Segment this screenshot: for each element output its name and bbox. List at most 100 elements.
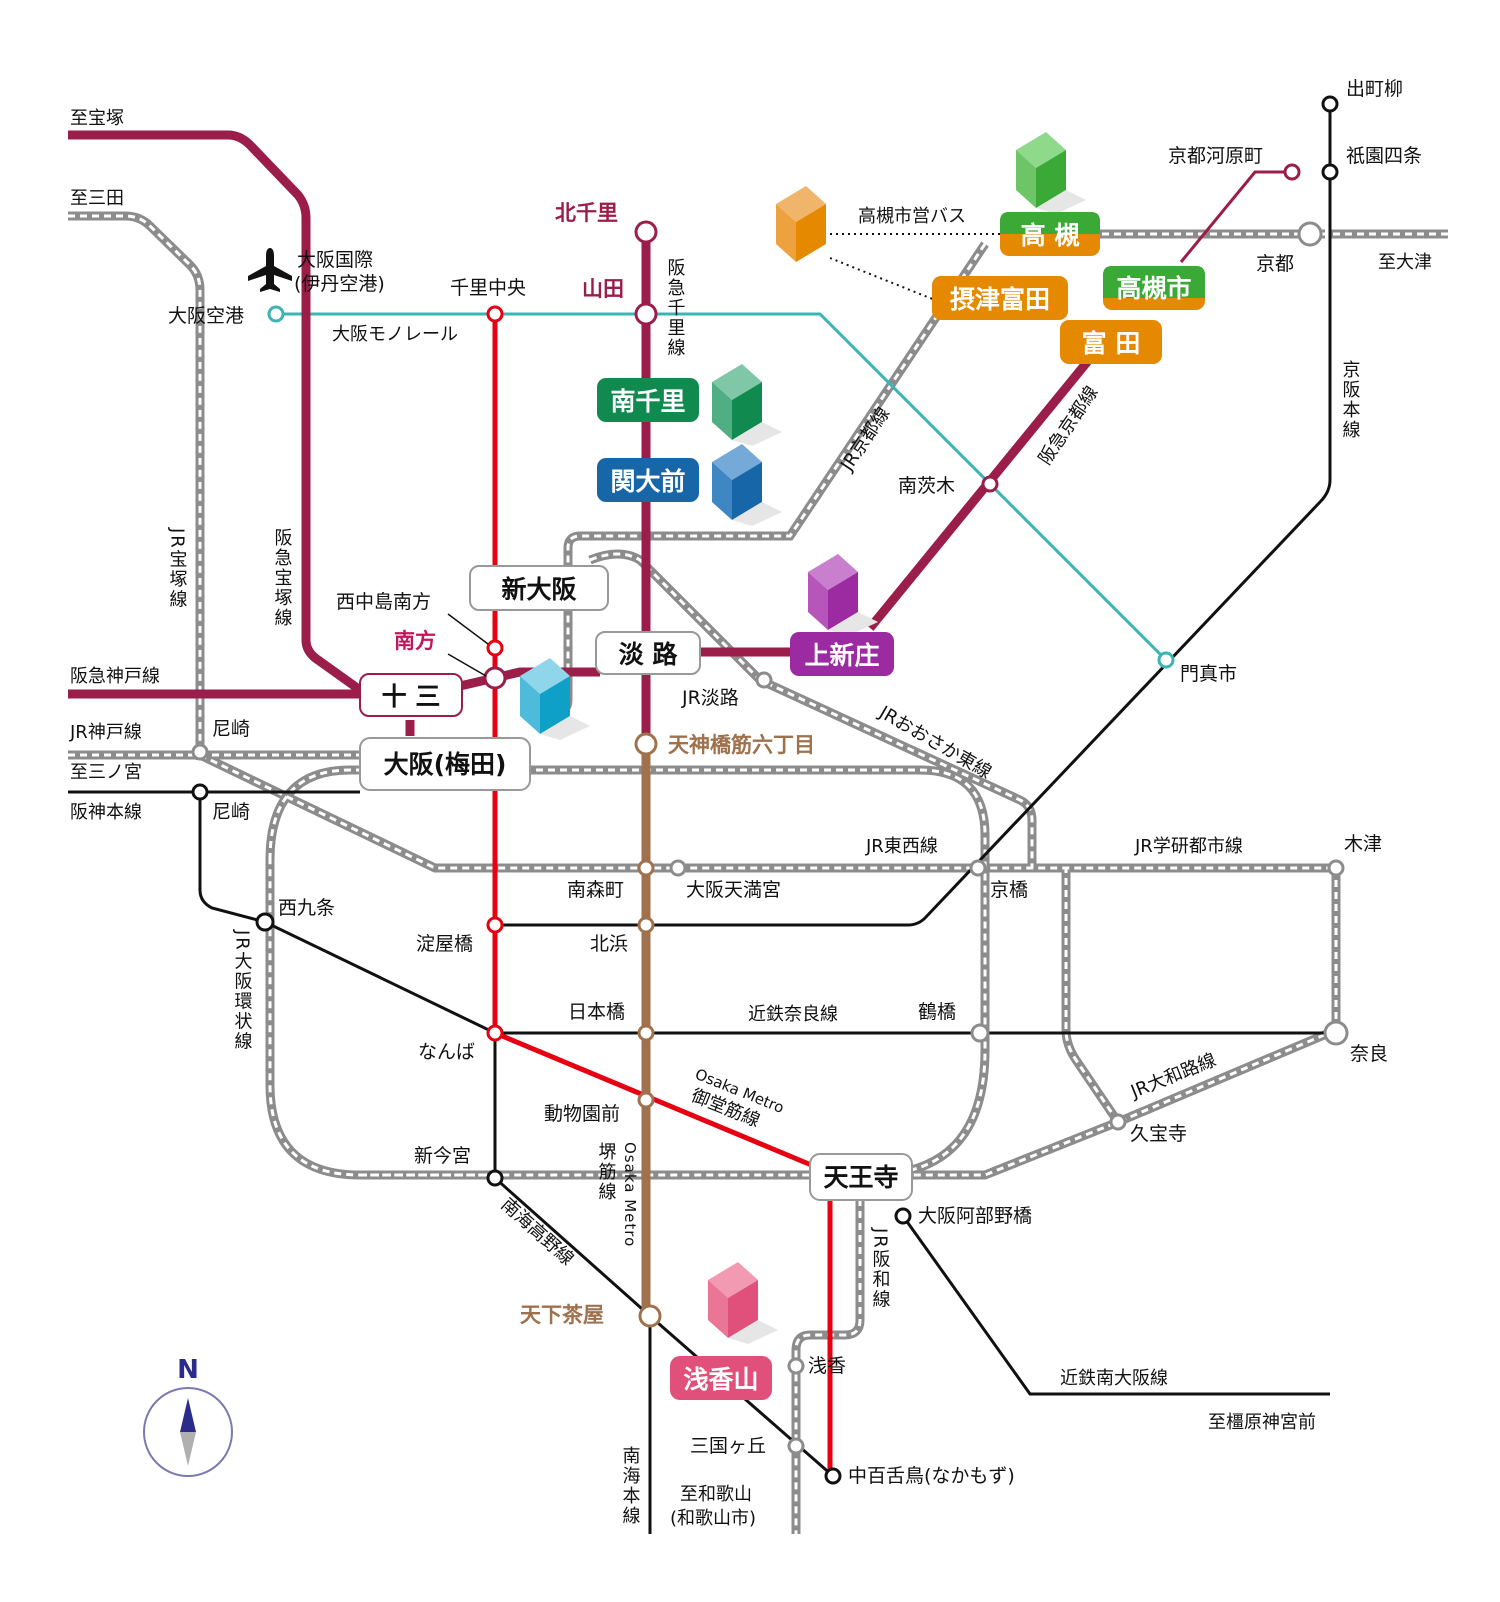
label-hankyu-takarazuka: 阪急宝塚線 — [272, 528, 293, 628]
label-kizu: 木津 — [1344, 833, 1382, 855]
label-nishikujo: 西九条 — [278, 897, 335, 919]
box-kamishinjo-bg — [790, 632, 894, 676]
station-kudaraji — [1109, 1113, 1127, 1131]
label-kadoma: 門真市 — [1180, 663, 1237, 685]
station-kadoma — [1157, 651, 1175, 669]
cube-minami-senri — [712, 364, 782, 446]
label-imamiya: 新今宮 — [414, 1145, 471, 1167]
label-monorail: 大阪モノレール — [332, 324, 458, 345]
label-yodoyabashi: 淀屋橋 — [416, 933, 473, 955]
station-minami-ibaraki — [981, 475, 999, 493]
keihan-line — [495, 104, 1332, 927]
box-takatsuki: 高 槻 — [1021, 221, 1080, 250]
airplane-icon — [248, 248, 292, 292]
station-senri-chuo — [486, 305, 504, 323]
label-hankyu-kobe: 阪急神戸線 — [70, 666, 160, 687]
to-otsu: 至大津 — [1378, 252, 1432, 273]
station-abenobashi — [894, 1207, 912, 1225]
label-jr-loop: JR大阪環状線 — [232, 929, 253, 1052]
cube-settsu-tonda — [776, 186, 826, 262]
box-takatsuki-bg — [1000, 212, 1100, 256]
hankyu-kyoto-line — [866, 353, 1096, 631]
station-tenjinbashi — [634, 732, 658, 756]
label-abenobashi: 大阪阿部野橋 — [918, 1205, 1032, 1227]
label-mikunigaoka: 三国ヶ丘 — [690, 1435, 766, 1457]
label-itami-1: 大阪国際 — [297, 249, 373, 271]
label-kyobashi: 京橋 — [990, 879, 1028, 901]
box-shin-osaka: 新大阪 — [501, 575, 576, 604]
box-tennoji: 天王寺 — [823, 1163, 898, 1192]
box-tonda-bg — [1060, 320, 1162, 364]
to-sannomiya: 至三ノ宮 — [70, 762, 142, 783]
label-tenjinbashi: 天神橋筋六丁目 — [668, 733, 815, 757]
label-nipponbashi: 日本橋 — [568, 1001, 625, 1023]
box-umeda-bg — [359, 737, 531, 791]
bus-line — [829, 233, 1000, 301]
label-tengachaya: 天下茶屋 — [520, 1303, 604, 1327]
compass — [143, 1387, 233, 1477]
box-kamishinjo: 上新庄 — [804, 641, 879, 670]
label-osaka-airport: 大阪空港 — [168, 305, 244, 327]
label-nankai-main: 南海本線 — [620, 1446, 641, 1526]
station-demachiyanagi — [1321, 95, 1339, 113]
station-gion — [1321, 163, 1339, 181]
label-minamikata: 南方 — [394, 629, 436, 653]
cube-juso — [520, 658, 590, 740]
station-imamiya — [486, 1169, 504, 1187]
station-tengachaya — [638, 1304, 662, 1328]
station-nishinakajima — [486, 639, 504, 657]
label-bus: 高槻市営バス — [858, 206, 966, 227]
label-yamada: 山田 — [582, 277, 624, 301]
station-amagasaki-jr — [191, 743, 209, 761]
label-kawaramachi: 京都河原町 — [1168, 145, 1263, 167]
label-asaka: 浅香 — [808, 1355, 846, 1377]
station-nara — [1323, 1020, 1349, 1046]
station-asaka — [787, 1357, 805, 1375]
label-kitahama: 北浜 — [590, 933, 628, 955]
label-nishinakajima: 西中島南方 — [336, 591, 431, 613]
box-kandaimae: 関大前 — [610, 467, 685, 496]
station-yodoyabashi — [486, 916, 504, 934]
station-kizu — [1327, 859, 1345, 877]
label-demachiyanagi: 出町柳 — [1346, 78, 1403, 100]
label-sakaisuji-1: 堺筋線 — [596, 1142, 617, 1202]
label-kintetsu-nara: 近鉄奈良線 — [748, 1004, 838, 1025]
box-asakayama-bg — [670, 1356, 772, 1400]
leader-lines — [447, 613, 489, 677]
pill-boxes — [359, 212, 1205, 1400]
box-juso: 十 三 — [382, 682, 441, 711]
station-minamimorimachi — [637, 859, 655, 877]
label-amagasaki-jr: 尼崎 — [212, 718, 250, 740]
cubes — [520, 132, 1086, 1344]
label-dobutsuen: 動物園前 — [544, 1103, 620, 1125]
box-umeda: 大阪(梅田) — [384, 750, 507, 779]
station-tsuruhashi — [970, 1023, 990, 1043]
label-minami-ibaraki: 南茨木 — [898, 475, 955, 497]
to-kashihara: 至橿原神宮前 — [1208, 1412, 1316, 1433]
box-shin-osaka-bg — [469, 565, 609, 611]
label-kudaraji: 久宝寺 — [1130, 1123, 1187, 1145]
box-awaji: 淡 路 — [619, 640, 679, 669]
cube-kamishinjo — [808, 554, 878, 636]
box-settsu-tonda: 摂津富田 — [950, 285, 1050, 314]
to-wakayama-2: (和歌山市) — [670, 1508, 756, 1529]
station-nipponbashi — [637, 1024, 655, 1042]
box-settsu-tonda-bg — [932, 276, 1068, 320]
station-nishikujo — [255, 912, 275, 932]
label-sakaisuji-2: Osaka Metro — [621, 1142, 639, 1247]
monorail-line — [276, 312, 1168, 662]
label-hankyu-senri: 阪急千里線 — [665, 258, 686, 358]
label-nankai-koya: 南海高野線 — [497, 1194, 578, 1270]
to-wakayama-1: 至和歌山 — [680, 1484, 752, 1505]
box-kandaimae-bg — [597, 458, 699, 502]
box-juso-bg — [359, 673, 463, 717]
station-mikunigaoka — [787, 1437, 805, 1455]
label-tsuruhashi: 鶴橋 — [918, 1001, 956, 1023]
box-labels: 高 槻 摂津富田 高槻市 富 田 南千里 関大前 新大阪 淡 路 上新庄 十 三… — [382, 221, 1192, 1394]
jr-osaka-loop-line — [265, 765, 990, 1180]
station-nakamozu — [824, 1467, 842, 1485]
label-hanshin: 阪神本線 — [70, 802, 142, 823]
terminus-labels: 至宝塚 至三田 至三ノ宮 至大津 至橿原神宮前 至和歌山 (和歌山市) — [70, 108, 1432, 1529]
label-jr-takarazuka: JR宝塚線 — [167, 527, 188, 610]
label-jr-kobe: JR神戸線 — [69, 722, 142, 743]
